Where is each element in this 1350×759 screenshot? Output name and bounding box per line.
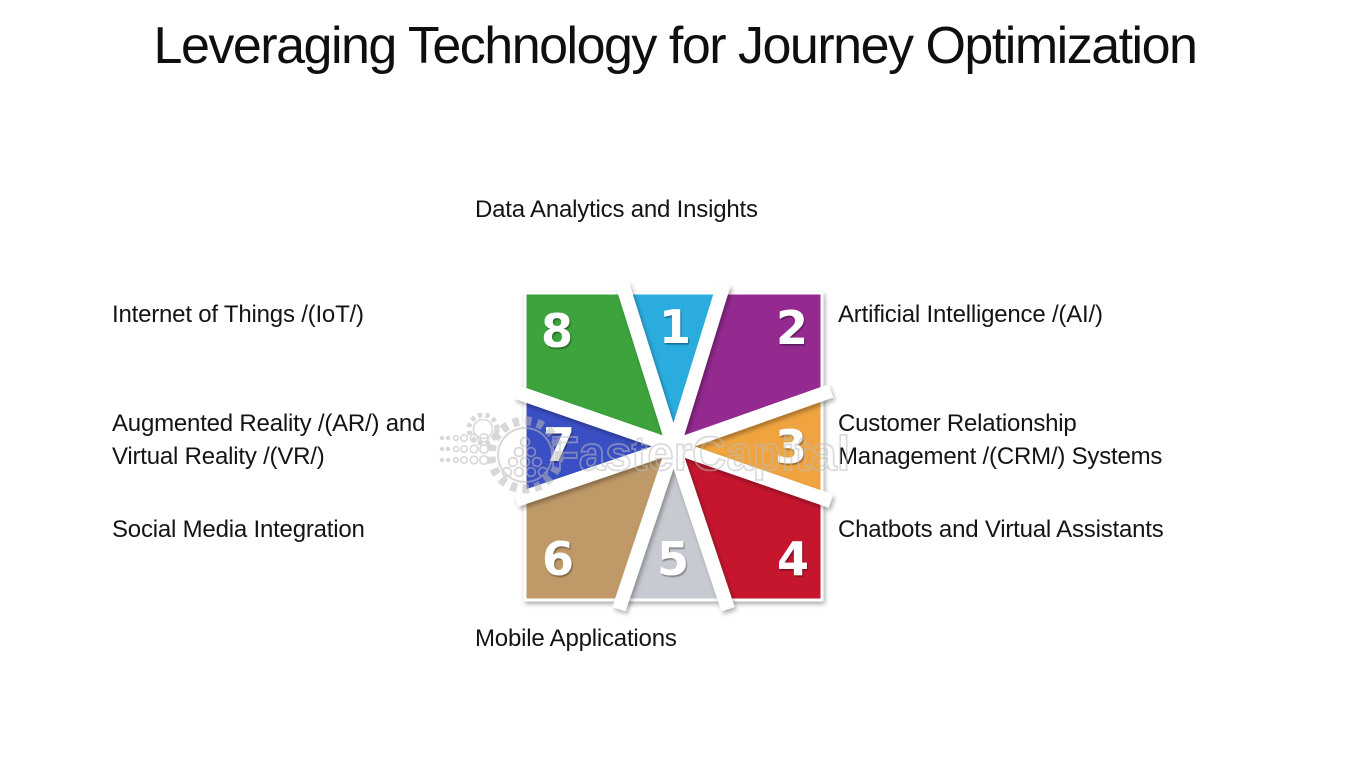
segment-label-crm-systems: Customer Relationship Management /(CRM/)…: [838, 410, 1163, 470]
segment-label-data-analytics: Data Analytics and Insights: [475, 196, 758, 223]
segment-label-chatbots: Chatbots and Virtual Assistants: [838, 516, 1164, 543]
segment-number-1: 1: [659, 300, 691, 354]
divider-channel: [513, 385, 676, 454]
divider-channel: [615, 281, 681, 449]
segment-number-8: 8: [541, 304, 573, 358]
circuit-dots-icon: [439, 432, 489, 465]
divider-channel: [612, 444, 681, 612]
segment-number-4: 4: [777, 532, 809, 586]
segment-number-3: 3: [775, 420, 807, 474]
segment-label-ar-vr: Augmented Reality /(AR/) and Virtual Rea…: [112, 410, 426, 470]
fastercapital-watermark: FasterCapital: [439, 412, 851, 494]
segment-label-mobile-applications: Mobile Applications: [475, 625, 677, 652]
divider-channel: [666, 281, 731, 449]
segment-label-artificial-intelligence: Artificial Intelligence /(AI/): [838, 301, 1103, 328]
watermark-text: FasterCapital: [550, 428, 850, 481]
segment-label-iot: Internet of Things /(IoT/): [112, 301, 364, 328]
segment-label-social-media: Social Media Integration: [112, 516, 365, 543]
segment-number-6: 6: [542, 532, 574, 586]
gear-icon: [466, 412, 564, 494]
segment-number-5: 5: [657, 532, 689, 586]
divider-channel: [671, 384, 834, 454]
divider-channel: [666, 444, 735, 612]
pinwheel-diagram: 1 2 3 4 5 6 7 8: [513, 281, 834, 612]
segment-number-2: 2: [776, 301, 808, 355]
page-title: Leveraging Technology for Journey Optimi…: [153, 17, 1198, 75]
segment-number-7: 7: [543, 418, 575, 472]
divider-channel: [513, 439, 676, 507]
divider-channel: [671, 439, 834, 508]
